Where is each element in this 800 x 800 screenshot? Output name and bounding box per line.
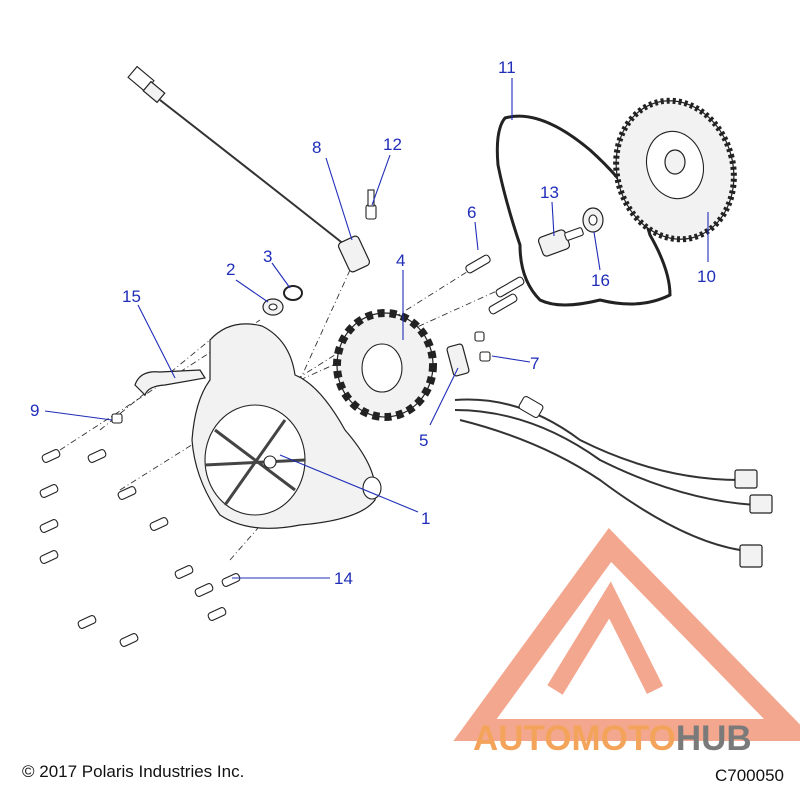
callout-4: 4: [396, 251, 405, 270]
speed-sensor-assembly: [127, 65, 371, 273]
flywheel-10: [613, 97, 737, 243]
watermark-logo: [453, 527, 800, 741]
callout-3: 3: [263, 247, 272, 266]
bolt-12: [365, 189, 377, 220]
leader-lines: [44, 78, 709, 579]
screw-7: [474, 331, 491, 362]
copyright-notice: © 2017 Polaris Industries Inc.: [22, 762, 245, 781]
callout-7: 7: [530, 354, 539, 373]
bearing-2: [262, 298, 284, 316]
callouts: 1 2 3 4 5 6 7 8 9 10 11 12 13 14 15 16: [30, 58, 716, 588]
callout-9: 9: [30, 401, 39, 420]
clamp-5: [446, 343, 470, 377]
callout-6: 6: [467, 203, 476, 222]
callout-15: 15: [122, 287, 141, 306]
callout-8: 8: [312, 138, 321, 157]
callout-1: 1: [421, 509, 430, 528]
snap-ring-3: [283, 285, 303, 301]
wire-harness: [454, 395, 773, 568]
callout-12: 12: [383, 135, 402, 154]
watermark-text: AUTOMOTOHUB: [473, 719, 752, 758]
gasket-11: [495, 114, 672, 307]
washer-16: [582, 207, 604, 233]
bolts-6: [465, 254, 525, 315]
bracket-15: [134, 369, 206, 397]
callout-5: 5: [419, 431, 428, 450]
callout-13: 13: [540, 183, 559, 202]
bolts-14: [39, 449, 241, 647]
callout-11: 11: [498, 58, 516, 77]
bolt-13: [537, 227, 584, 257]
screw-9: [111, 413, 123, 424]
stator-cover-1: [191, 323, 382, 529]
callout-14: 14: [334, 569, 353, 588]
callout-2: 2: [226, 260, 235, 279]
diagram-code: C700050: [714, 766, 784, 785]
callout-16: 16: [591, 271, 610, 290]
stator-4: [333, 309, 437, 421]
callout-10: 10: [697, 267, 716, 286]
